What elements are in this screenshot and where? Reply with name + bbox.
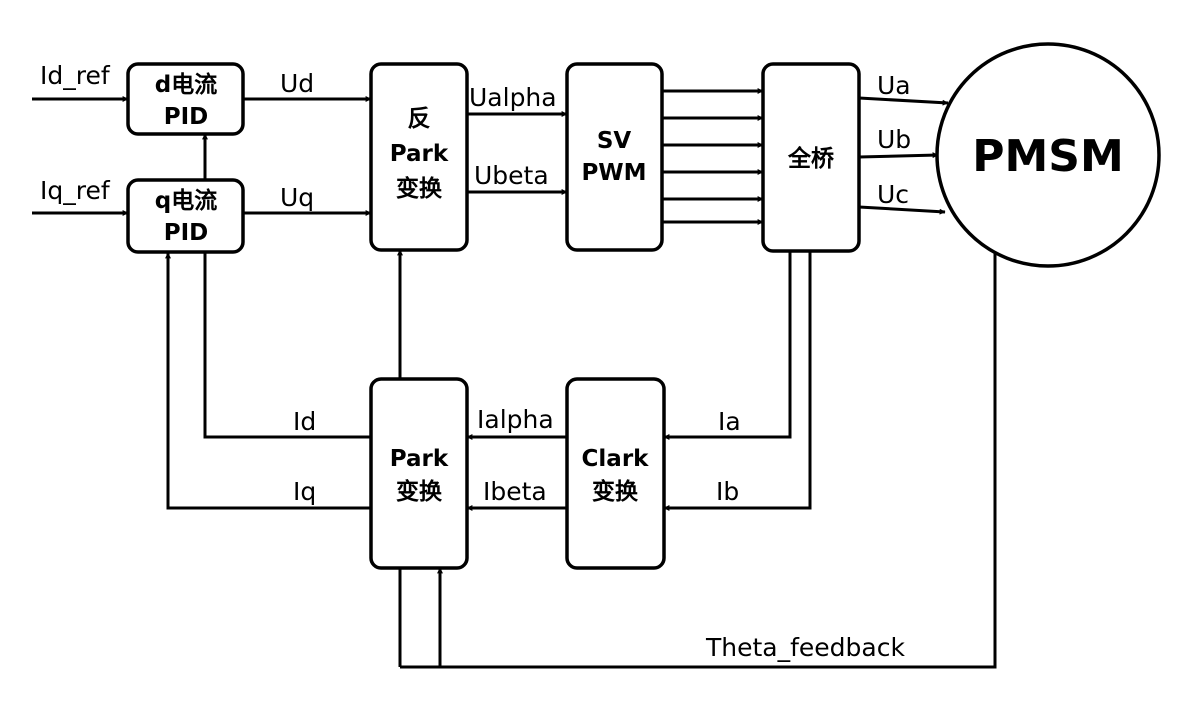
- d-pid-line-2: PID: [164, 104, 209, 130]
- wire-ia: [663, 252, 792, 440]
- inv-park-line-1: 反: [408, 106, 431, 132]
- block-full-bridge: 全桥: [761, 62, 861, 253]
- block-d-pid: d电流 PID: [126, 62, 245, 136]
- label-ibeta: Ibeta: [483, 477, 547, 506]
- signal-labels: Id_ref Iq_ref Ud Uq Ualpha Ubeta Ua Ub U…: [40, 61, 911, 662]
- block-park: Park 变换: [369, 377, 469, 570]
- label-iq-ref: Iq_ref: [40, 176, 111, 205]
- block-inverse-park: 反 Park 变换: [369, 62, 469, 252]
- wire-iq: [165, 252, 371, 510]
- wire-ua: [858, 96, 949, 106]
- label-ud: Ud: [280, 69, 314, 98]
- wire-uc: [858, 205, 946, 215]
- q-pid-line-1: q电流: [155, 187, 217, 214]
- bridge-label: 全桥: [787, 145, 835, 172]
- wire-theta-feedback: [400, 251, 997, 669]
- clark-line-2: 变换: [592, 478, 639, 505]
- park-line-2: 变换: [396, 478, 443, 505]
- wire-ib: [663, 252, 812, 511]
- label-id-ref: Id_ref: [40, 61, 111, 90]
- inv-park-line-2: Park: [390, 141, 449, 167]
- svpwm-line-1: SV: [597, 128, 632, 154]
- label-theta-feedback: Theta_feedback: [705, 633, 905, 662]
- label-ib: Ib: [716, 477, 739, 506]
- block-clark: Clark 变换: [565, 377, 666, 570]
- label-ualpha: Ualpha: [469, 83, 557, 112]
- block-pmsm: PMSM: [935, 42, 1161, 268]
- wire-ub: [858, 152, 939, 159]
- block-svpwm: SV PWM: [565, 62, 664, 252]
- d-pid-line-1: d电流: [155, 71, 217, 98]
- park-line-1: Park: [390, 446, 449, 472]
- label-uq: Uq: [280, 183, 314, 212]
- label-uc: Uc: [877, 180, 909, 209]
- label-ua: Ua: [877, 71, 911, 100]
- inv-park-line-3: 变换: [396, 175, 443, 202]
- label-ia: Ia: [718, 407, 741, 436]
- label-ubeta: Ubeta: [474, 161, 549, 190]
- svpwm-line-2: PWM: [581, 160, 646, 186]
- connections: [32, 88, 997, 669]
- label-ialpha: Ialpha: [477, 405, 554, 434]
- clark-line-1: Clark: [582, 446, 650, 472]
- label-id: Id: [293, 407, 316, 436]
- label-iq: Iq: [293, 477, 316, 506]
- label-ub: Ub: [877, 125, 911, 154]
- block-q-pid: q电流 PID: [126, 178, 245, 254]
- motor-label: PMSM: [972, 131, 1124, 182]
- q-pid-line-2: PID: [164, 220, 209, 246]
